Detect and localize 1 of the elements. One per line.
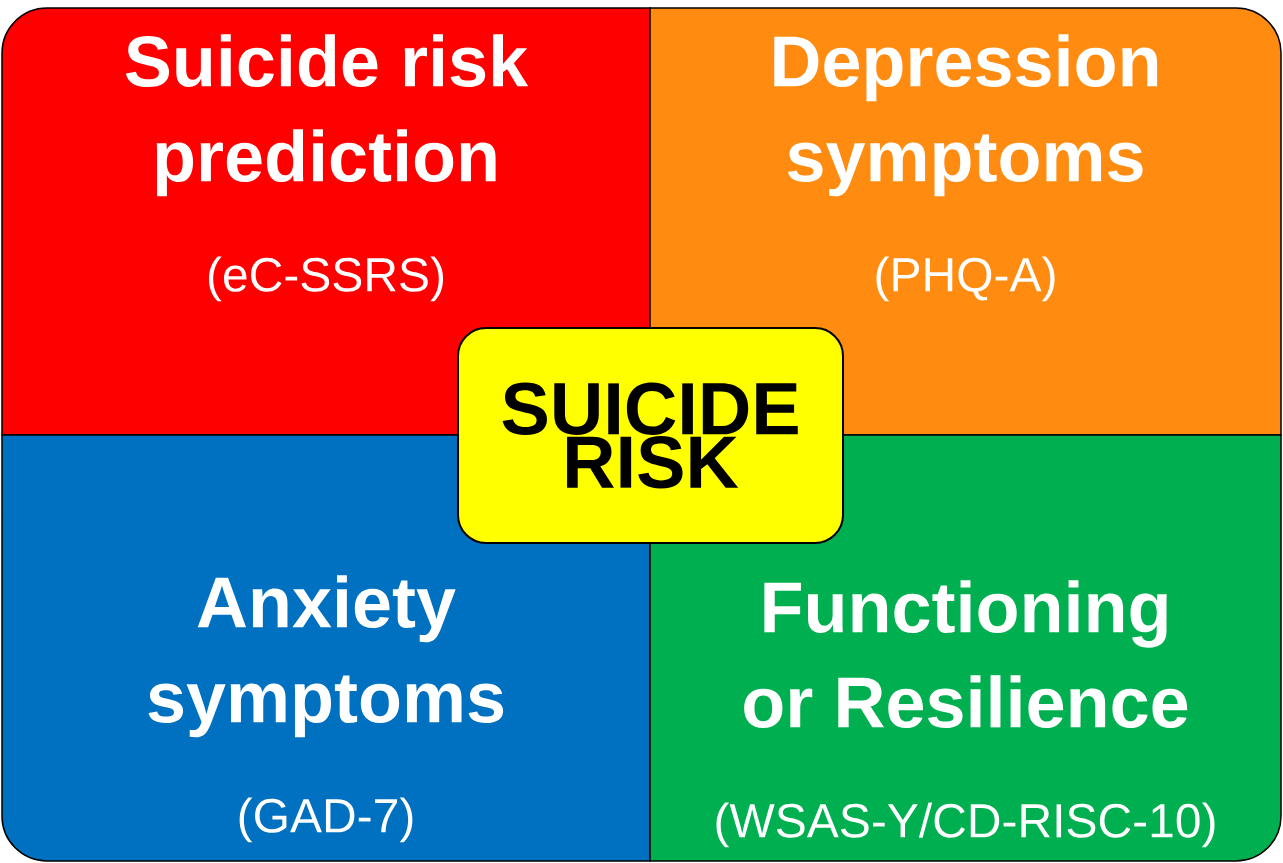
center-box: SUICIDE RISK [457,327,844,544]
